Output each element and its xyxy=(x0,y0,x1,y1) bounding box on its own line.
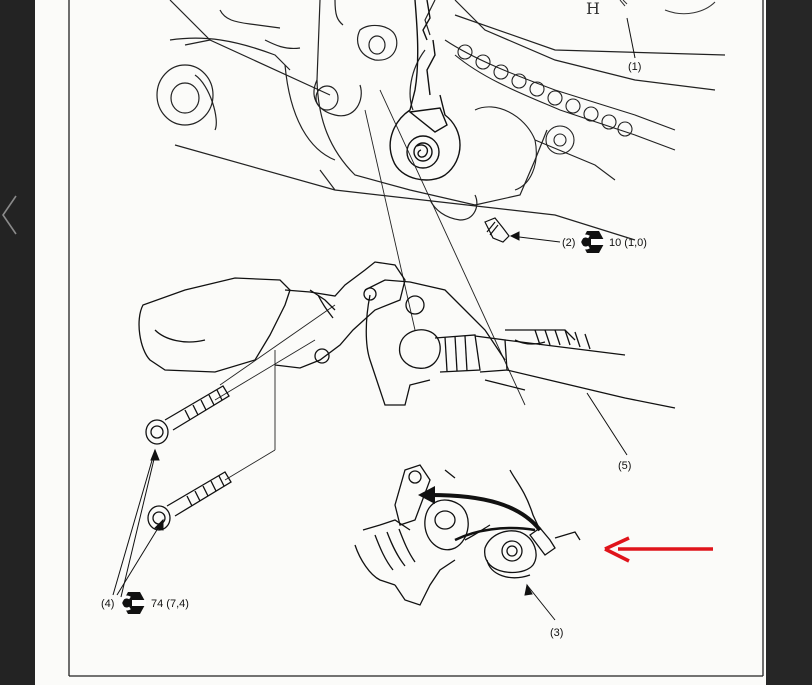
sensor-detail-drawing xyxy=(354,464,581,606)
bolt-2-drawing xyxy=(484,217,510,243)
drive-chain-drawing xyxy=(444,39,676,191)
red-pointer-arrow xyxy=(604,536,713,563)
chevron-left-icon xyxy=(2,195,17,235)
callout-5: (5) xyxy=(618,460,631,472)
viewer-left-gutter xyxy=(0,0,35,685)
callout-1: (1) xyxy=(628,61,641,73)
leader-lines xyxy=(112,17,636,621)
side-stand-bracket-drawing xyxy=(138,261,406,373)
torque-wrench-icon xyxy=(578,231,605,253)
side-stand-drawing xyxy=(364,279,676,409)
torque-value-2: 10 (1,0) xyxy=(609,237,647,249)
callout-4: (4) xyxy=(101,598,114,610)
sensor-upper-drawing xyxy=(389,0,461,181)
bolts-4-drawing xyxy=(145,385,232,531)
exploded-diagram: (1) (2) 10 (1,0) (5) (3) (4) 74 (7,4) H xyxy=(68,0,764,677)
handwritten-notes: H xyxy=(586,0,716,18)
viewer-right-gutter xyxy=(766,0,812,685)
torque-value-4: 74 (7,4) xyxy=(151,598,189,610)
routing-arrow-drawing xyxy=(418,486,542,542)
alignment-lines xyxy=(214,89,526,481)
swingarm-frame-drawing xyxy=(156,0,726,241)
manual-page: (1) (2) 10 (1,0) (5) (3) (4) 74 (7,4) H xyxy=(35,0,766,685)
page-frame xyxy=(68,0,764,677)
torque-wrench-icon xyxy=(119,592,146,614)
handwritten-letter: H xyxy=(586,0,600,18)
callout-2: (2) xyxy=(562,237,575,249)
callout-3: (3) xyxy=(550,627,563,639)
previous-page-button[interactable] xyxy=(0,190,22,240)
